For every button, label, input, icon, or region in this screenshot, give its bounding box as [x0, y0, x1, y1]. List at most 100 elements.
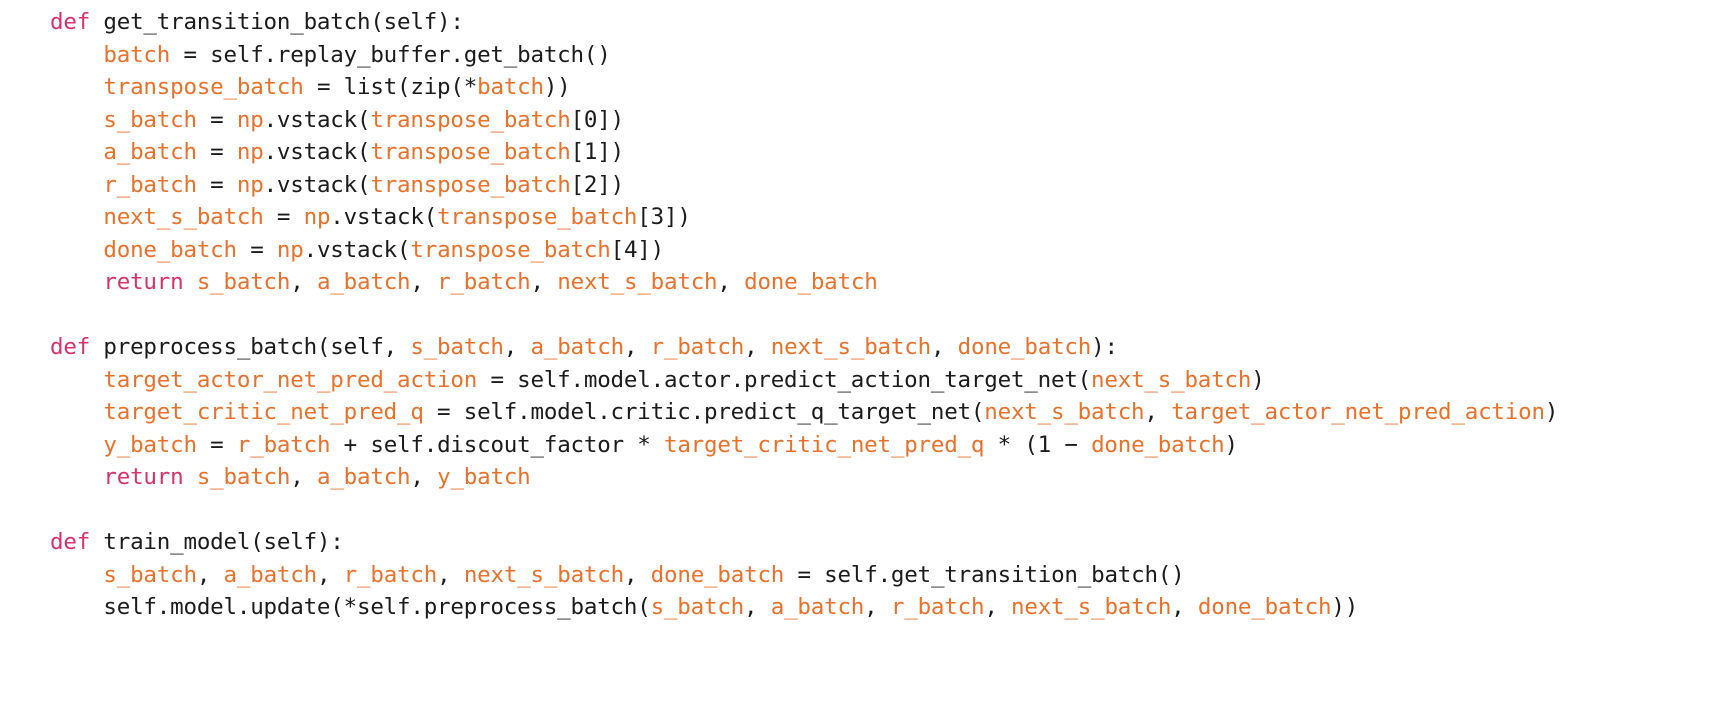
code-token-var: done_batch	[650, 561, 785, 588]
code-token-plain: train_model(self):	[90, 529, 344, 555]
code-token-var: transpose_batch	[370, 171, 571, 198]
code-token-var: target_critic_net_pred_q	[103, 399, 424, 425]
code-token-plain: = list(zip(*	[303, 74, 478, 100]
code-token-var: done_batch	[744, 269, 878, 295]
code-token-var: a_batch	[770, 594, 865, 620]
code-token-plain	[50, 107, 103, 133]
code-token-var: next_s_batch	[1091, 366, 1252, 393]
code-token-var: target_actor_net_pred_action	[103, 366, 478, 393]
code-token-var: target_actor_net_pred_action	[1171, 399, 1545, 425]
code-line: target_actor_net_pred_action = self.mode…	[50, 364, 1732, 397]
code-token-plain	[50, 237, 103, 263]
code-token-var: np	[236, 139, 264, 165]
code-token-plain	[50, 204, 103, 230]
code-token-var: batch	[477, 74, 544, 100]
code-token-plain: ,	[623, 334, 651, 360]
code-token-plain: .vstack(	[263, 106, 371, 133]
code-line: def train_model(self):	[50, 526, 1732, 559]
code-token-plain: ,	[744, 594, 771, 620]
code-token-var: np	[276, 236, 304, 263]
code-token-plain	[50, 269, 103, 295]
code-block: def get_transition_batch(self): batch = …	[50, 6, 1732, 624]
code-token-plain: ,	[196, 561, 224, 588]
code-token-var: a_batch	[103, 139, 197, 165]
code-token-plain	[50, 432, 103, 458]
code-token-plain: ,	[290, 464, 317, 490]
code-token-plain: ,	[744, 334, 771, 360]
code-token-plain	[183, 464, 196, 490]
code-token-var: transpose_batch	[103, 74, 304, 100]
code-token-plain: [0])	[570, 106, 625, 133]
code-token-plain	[50, 464, 103, 490]
code-token-plain: ,	[717, 269, 745, 295]
code-token-plain: ,	[503, 334, 531, 360]
code-token-plain: =	[196, 171, 237, 198]
code-token-var: done_batch	[1091, 431, 1225, 458]
code-token-plain	[50, 562, 103, 588]
code-token-kw: def	[50, 9, 91, 35]
code-token-plain: = self.model.critic.predict_q_target_net…	[423, 399, 985, 425]
code-token-var: s_batch	[410, 334, 504, 360]
code-token-plain: * (1 −	[984, 431, 1092, 458]
code-line: return s_batch, a_batch, r_batch, next_s…	[50, 266, 1732, 299]
code-token-var: next_s_batch	[770, 334, 931, 360]
code-token-var: next_s_batch	[463, 561, 624, 588]
code-token-kw: def	[50, 334, 91, 360]
code-token-plain	[183, 269, 196, 295]
code-token-var: done_batch	[103, 236, 237, 263]
code-token-plain	[50, 594, 103, 620]
code-token-plain: ))	[1331, 594, 1359, 620]
code-token-var: y_batch	[437, 464, 531, 490]
code-token-var: transpose_batch	[410, 236, 611, 263]
code-token-plain: ,	[1171, 594, 1198, 620]
code-token-var: batch	[103, 41, 171, 68]
code-token-plain: ))	[543, 74, 571, 100]
code-token-plain: =	[196, 106, 237, 133]
code-token-var: r_batch	[650, 334, 745, 360]
code-token-plain: get_transition_batch(self):	[90, 9, 464, 35]
code-token-plain: )	[1544, 399, 1559, 425]
code-token-plain: ,	[410, 464, 438, 490]
code-token-plain: =	[263, 204, 304, 230]
code-line: y_batch = r_batch + self.discout_factor …	[50, 429, 1732, 462]
code-token-plain	[50, 367, 103, 393]
code-token-plain: ,	[530, 269, 558, 295]
code-token-var: a_batch	[316, 464, 411, 490]
code-token-var: next_s_batch	[984, 399, 1145, 425]
code-token-plain: ,	[984, 594, 1012, 620]
code-token-plain: =	[196, 431, 237, 458]
code-token-var: next_s_batch	[1011, 594, 1172, 620]
code-token-var: transpose_batch	[370, 139, 571, 165]
code-token-plain	[50, 74, 103, 100]
code-token-plain: =	[236, 236, 277, 263]
code-token-kw: return	[103, 269, 184, 295]
code-token-var: r_batch	[343, 561, 438, 588]
code-token-plain: ,	[864, 594, 891, 620]
code-token-plain: = self.replay_buffer.get_batch()	[170, 41, 611, 68]
code-token-plain: ):	[1091, 334, 1118, 360]
code-token-kw: return	[103, 464, 184, 490]
code-line: r_batch = np.vstack(transpose_batch[2])	[50, 169, 1732, 202]
code-token-plain: + self.discout_factor *	[330, 431, 664, 458]
code-token-var: a_batch	[316, 269, 411, 295]
code-token-plain: .vstack(	[303, 236, 411, 263]
code-token-var: s_batch	[196, 269, 291, 295]
code-token-var: r_batch	[890, 594, 985, 620]
code-line: target_critic_net_pred_q = self.model.cr…	[50, 396, 1732, 429]
code-token-var: r_batch	[437, 269, 531, 295]
code-token-plain: = self.model.actor.predict_action_target…	[477, 366, 1092, 393]
code-line: s_batch = np.vstack(transpose_batch[0])	[50, 104, 1732, 137]
code-line: next_s_batch = np.vstack(transpose_batch…	[50, 201, 1732, 234]
code-line: def get_transition_batch(self):	[50, 6, 1732, 39]
code-line-blank	[50, 494, 1732, 527]
code-token-plain: ,	[410, 269, 438, 295]
code-line: s_batch, a_batch, r_batch, next_s_batch,…	[50, 559, 1732, 592]
code-line: self.model.update(*self.preprocess_batch…	[50, 591, 1732, 624]
code-token-plain: = self.get_transition_batch()	[784, 561, 1185, 588]
code-token-var: target_critic_net_pred_q	[663, 431, 985, 458]
code-token-plain: preprocess_batch(self,	[90, 334, 411, 360]
code-line: batch = self.replay_buffer.get_batch()	[50, 39, 1732, 72]
code-token-var: np	[303, 204, 331, 230]
code-token-var: r_batch	[103, 171, 197, 198]
code-token-plain: )	[1224, 431, 1239, 458]
